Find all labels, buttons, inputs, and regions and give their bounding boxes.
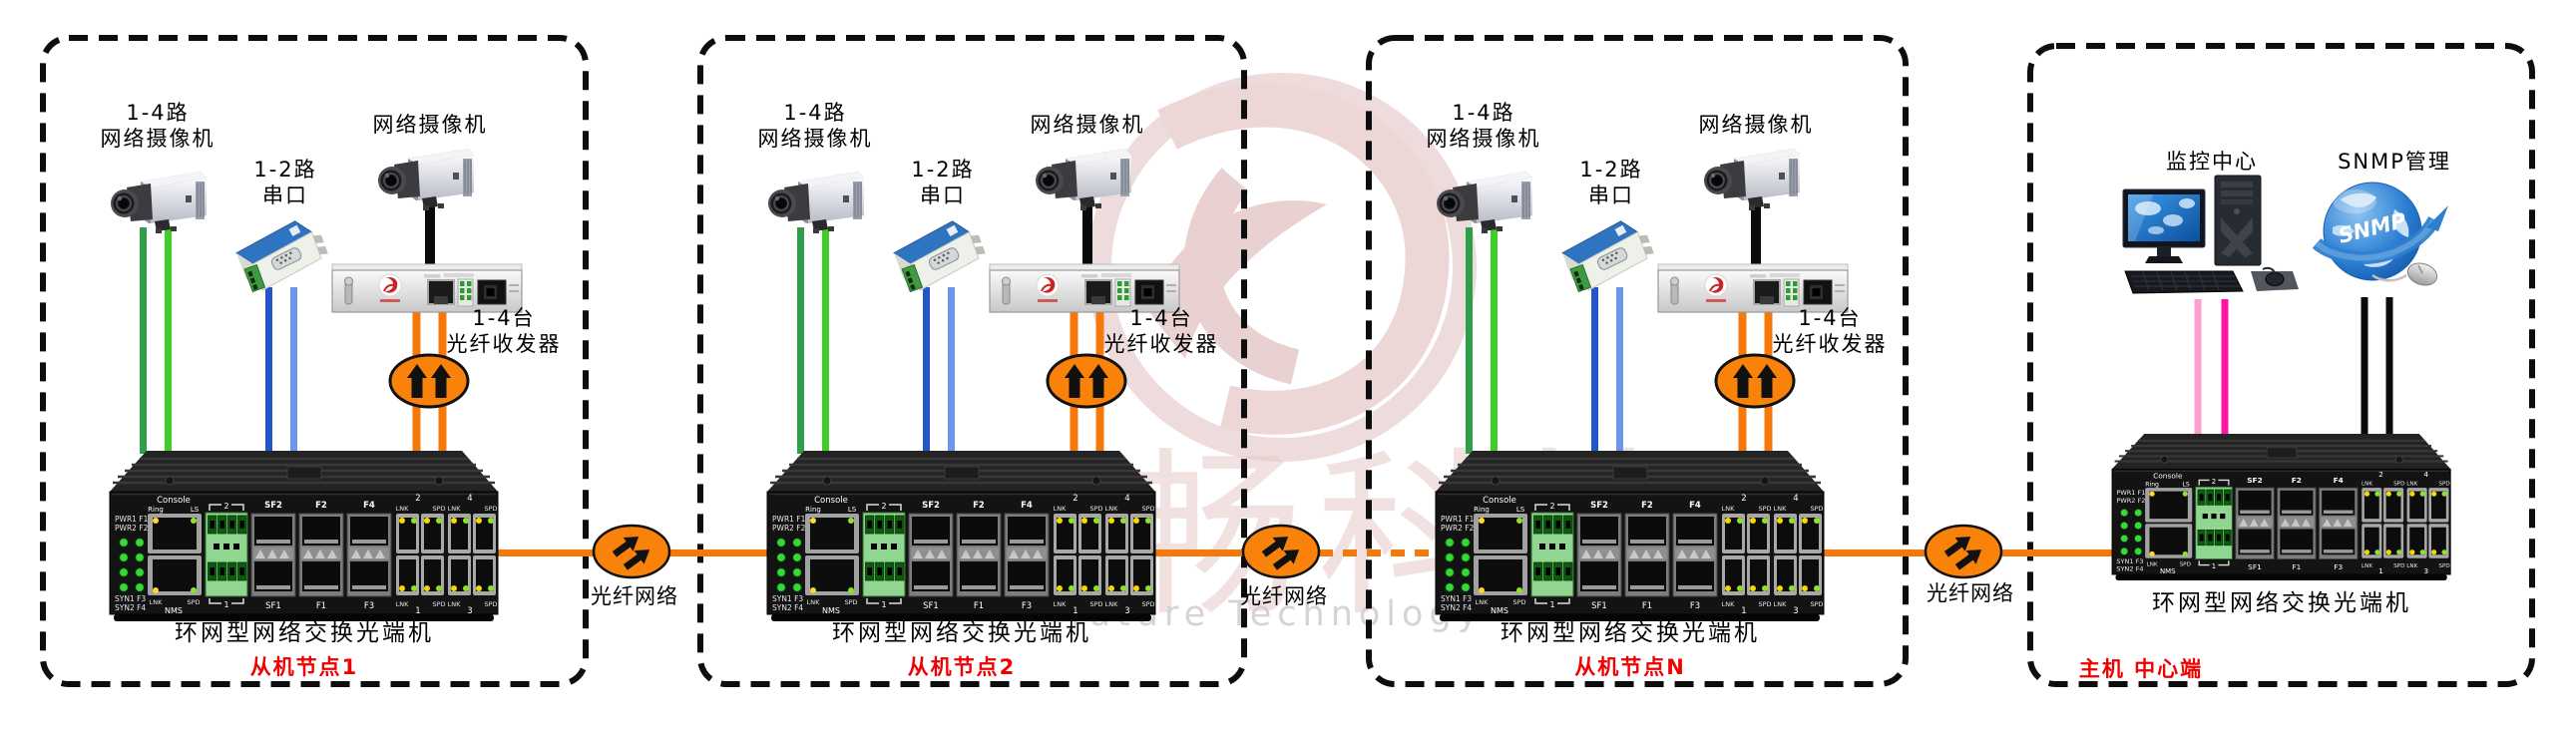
transceiver-label: 1-4台 光纤收发器: [1103, 306, 1219, 356]
camera2-label: 网络摄像机: [1698, 113, 1814, 137]
camera2-label: 网络摄像机: [1030, 113, 1145, 137]
transceiver-label: 1-4台 光纤收发器: [1772, 306, 1888, 356]
fiber-network-label: 光纤网络: [591, 584, 678, 608]
panel-node1: [110, 148, 523, 621]
snmp-label: SNMP管理: [2338, 150, 2451, 174]
switch-label: 环网型网络交换光端机: [2152, 590, 2411, 616]
monitor-label: 监控中心: [2166, 150, 2258, 174]
camera-group-label: 1-4路 网络摄像机: [100, 101, 215, 151]
serial-label: 1-2路 串口: [1579, 158, 1643, 207]
fiber-network-label: 光纤网络: [1240, 584, 1328, 608]
camera-group-label: 1-4路 网络摄像机: [1426, 101, 1541, 151]
panel-node2: [767, 148, 1180, 621]
switch-label: 环网型网络交换光端机: [832, 620, 1091, 646]
panel-border-node1: [40, 35, 589, 687]
fiber-network-label: 光纤网络: [1927, 581, 2014, 605]
switch-label: 环网型网络交换光端机: [175, 620, 434, 646]
camera2-label: 网络摄像机: [372, 113, 488, 137]
panel-border-master: [2027, 43, 2535, 687]
serial-label: 1-2路 串口: [911, 158, 975, 207]
panel-border-nodeN: [1366, 35, 1909, 687]
camera-group-label: 1-4路 网络摄像机: [757, 101, 873, 151]
node-label: 从机节点1: [249, 655, 359, 679]
panel-master: [2112, 175, 2450, 580]
panel-border-node2: [697, 35, 1247, 687]
node-label: 从机节点2: [907, 655, 1017, 679]
serial-label: 1-2路 串口: [253, 158, 317, 207]
switch-label: 环网型网络交换光端机: [1501, 620, 1760, 646]
panel-nodeN: [1436, 148, 1849, 621]
transceiver-label: 1-4台 光纤收发器: [446, 306, 562, 356]
node-label: 从机节点N: [1574, 655, 1686, 679]
node-label: 主机 中心端: [2078, 657, 2204, 681]
